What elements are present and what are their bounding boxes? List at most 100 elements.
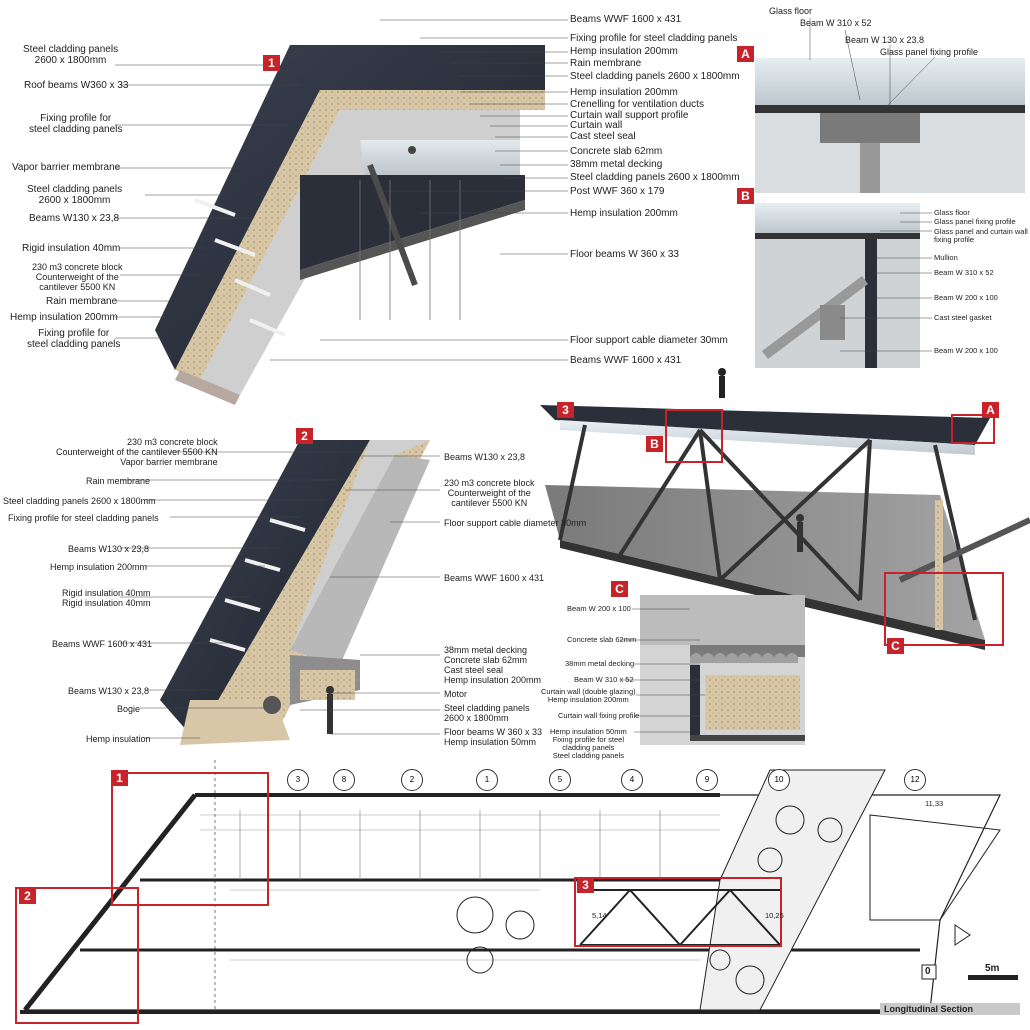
d2-right-label: Motor (444, 689, 468, 699)
d1-right-label: Hemp insulation 200mm (570, 87, 678, 98)
d1-right-label: Floor beams W 360 x 33 (570, 249, 679, 260)
d2-left-label: 230 m3 concrete block Counterweight of t… (56, 437, 218, 467)
dim-label: 5,14 (592, 911, 607, 920)
d1-right-label: Post WWF 360 x 179 (570, 186, 665, 197)
d1-left-label: Fixing profile for steel cladding panels (29, 113, 123, 135)
dc-label: Concrete slab 62mm (567, 635, 637, 644)
dc-label: Hemp insulation 50mm Fixing profile for … (550, 727, 627, 760)
tag-detail-2: 2 (296, 428, 313, 444)
d1-right-label: Hemp insulation 200mm (570, 208, 678, 219)
db-label: Glass panel and curtain wall fixing prof… (934, 227, 1028, 244)
detail-2-render (160, 440, 430, 745)
d1-right-label: Beams WWF 1600 x 431 (570, 355, 682, 366)
d1-right-label: Steel cladding panels 2600 x 1800mm (570, 172, 740, 183)
d1-left-label: Beams W130 x 23,8 (29, 213, 120, 224)
d2-right-label: Steel cladding panels 2600 x 1800mm (444, 703, 530, 723)
dc-label: Beam W 200 x 100 (567, 604, 631, 613)
da-label: Beam W 130 x 23.8 (845, 35, 925, 45)
tag-detail-b-ref: B (646, 436, 663, 452)
d1-right-label: Steel cladding panels 2600 x 1800mm (570, 71, 740, 82)
d1-left-label: Vapor barrier membrane (12, 162, 121, 173)
grid-bubble: 4 (621, 769, 643, 791)
d2-left-label: Rigid insulation 40mm Rigid insulation 4… (62, 588, 151, 608)
detail-c-render (640, 595, 805, 745)
tag-section-3: 3 (577, 877, 594, 893)
grid-bubble: 1 (476, 769, 498, 791)
leader-lines (115, 18, 936, 739)
d2-left-label: Bogie (117, 704, 141, 714)
tag-detail-1: 1 (263, 55, 280, 71)
scale-end-label: 5m (985, 963, 1000, 974)
grid-bubble: 8 (333, 769, 355, 791)
d2-left-label: Rain membrane (86, 476, 151, 486)
d1-left-label: Roof beams W360 x 33 (24, 80, 129, 91)
d1-left-label: Rigid insulation 40mm (22, 243, 121, 254)
dc-label: Curtain wall (double glazing) Hemp insul… (541, 687, 636, 704)
grid-bubble: 5 (549, 769, 571, 791)
detail-b-render (755, 203, 920, 368)
d1-left-label: Fixing profile for steel cladding panels (27, 328, 121, 350)
db-label: Mullion (934, 253, 958, 262)
dim-label: 11,33 (925, 799, 944, 808)
db-label: Glass panel fixing profile (934, 217, 1016, 226)
db-label: Beam W 200 x 100 (934, 293, 998, 302)
grid-bubble: 9 (696, 769, 718, 791)
grid-bubble: 12 (904, 769, 926, 791)
d1-right-label: Floor support cable diameter 30mm (570, 335, 728, 346)
detail-1-render (155, 45, 545, 405)
d2-right-label: Beams W130 x 23,8 (444, 452, 526, 462)
grid-bubble: 10 (768, 769, 790, 791)
tag-section-2: 2 (19, 888, 36, 904)
db-label: Beam W 200 x 100 (934, 346, 998, 355)
dc-label: Curtain wall fixing profile (558, 711, 640, 720)
d1-left-label: Steel cladding panels 2600 x 1800mm (23, 44, 119, 66)
d1-right-label: Cast steel seal (570, 131, 636, 142)
db-label: Beam W 310 x 52 (934, 268, 994, 277)
db-label: Cast steel gasket (934, 313, 992, 322)
da-label: Glass panel fixing profile (880, 47, 979, 57)
d2-right-label: Floor beams W 360 x 33 Hemp insulation 5… (444, 727, 543, 747)
d2-left-label: Hemp insulation (86, 734, 151, 744)
section-drawing (20, 760, 1020, 1015)
highlight-boxes (15, 409, 1004, 1024)
d2-right-label: 230 m3 concrete block Counterweight of t… (444, 478, 535, 508)
d2-right-label: 38mm metal decking Concrete slab 62mm Ca… (444, 645, 542, 685)
d1-right-label: Concrete slab 62mm (570, 146, 663, 157)
db-label: Glass floor (934, 208, 970, 217)
section-title: Longitudinal Section (884, 1004, 973, 1014)
d1-right-label: Hemp insulation 200mm (570, 46, 678, 57)
grid-bubble: 3 (287, 769, 309, 791)
d2-right-label: Beams WWF 1600 x 431 (444, 573, 545, 583)
tag-detail-3: 3 (557, 402, 574, 418)
tag-detail-c: C (611, 581, 628, 597)
da-label: Glass floor (769, 6, 813, 16)
d1-left-label: Rain membrane (46, 296, 118, 307)
d2-left-label: Steel cladding panels 2600 x 1800mm (3, 496, 156, 506)
dc-label: 38mm metal decking (565, 659, 635, 668)
grid-bubble: 2 (401, 769, 423, 791)
scale-start-label: 0 (925, 966, 931, 977)
d1-right-label: Rain membrane (570, 58, 642, 69)
d2-left-label: Hemp insulation 200mm (50, 562, 148, 572)
tag-detail-b: B (737, 188, 754, 204)
d2-right-label: Floor support cable diameter 30mm (444, 518, 587, 528)
dc-label: Beam W 310 x 52 (574, 675, 634, 684)
d1-right-label: Fixing profile for steel cladding panels (570, 33, 738, 44)
d1-right-label: 38mm metal decking (570, 159, 663, 170)
d1-left-label: 230 m3 concrete block Counterweight of t… (32, 262, 123, 292)
d1-left-label: Steel cladding panels 2600 x 1800mm (27, 184, 123, 206)
d2-left-label: Beams W130 x 23,8 (68, 686, 150, 696)
tag-detail-a: A (737, 46, 754, 62)
d1-right-label: Curtain wall (570, 120, 623, 131)
d1-right-label: Beams WWF 1600 x 431 (570, 14, 682, 25)
d2-left-label: Beams WWF 1600 x 431 (52, 639, 153, 649)
d1-left-label: Hemp insulation 200mm (10, 312, 118, 323)
tag-section-1: 1 (111, 770, 128, 786)
tag-detail-a-ref: A (982, 402, 999, 418)
tag-detail-c-ref: C (887, 638, 904, 654)
d2-left-label: Beams W130 x 23,8 (68, 544, 150, 554)
d1-right-label: Curtain wall support profile (570, 110, 689, 121)
d1-right-label: Crenelling for ventilation ducts (570, 99, 704, 110)
da-label: Beam W 310 x 52 (800, 18, 872, 28)
